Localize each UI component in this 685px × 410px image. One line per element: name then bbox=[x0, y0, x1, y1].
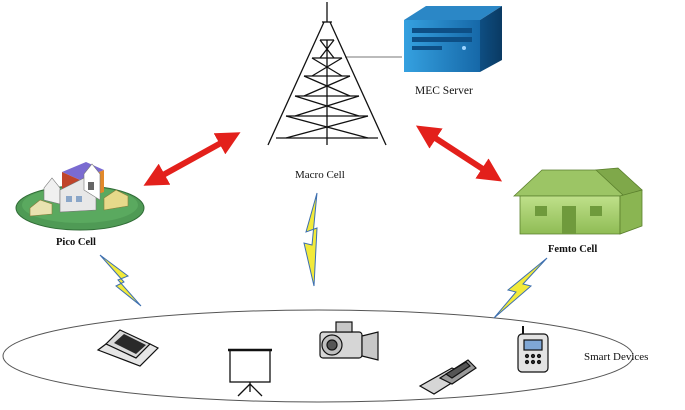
lightning-femto-devices bbox=[493, 257, 548, 319]
femto-cell-label: Femto Cell bbox=[548, 244, 597, 255]
lightning-pico-devices bbox=[99, 254, 142, 307]
projector-screen-icon bbox=[228, 348, 272, 397]
laptop-icon bbox=[96, 329, 160, 367]
flip-phone-icon bbox=[418, 359, 477, 395]
pico-cell-label: Pico Cell bbox=[56, 237, 96, 248]
smart-devices-label: Smart Devices bbox=[584, 351, 648, 363]
camcorder-icon bbox=[319, 321, 379, 361]
cell-tower-icon bbox=[267, 2, 387, 146]
link-arrow-macro-pico bbox=[143, 132, 241, 186]
link-arrow-macro-femto bbox=[415, 125, 503, 182]
town-buildings-icon bbox=[15, 162, 145, 231]
macro-cell-label: Macro Cell bbox=[295, 169, 345, 181]
server-icon bbox=[404, 6, 502, 72]
mec-server-label: MEC Server bbox=[415, 85, 473, 97]
house-icon bbox=[512, 167, 643, 235]
mobile-phone-icon bbox=[517, 326, 549, 373]
smart-devices-area bbox=[2, 309, 634, 403]
lightning-macro-devices bbox=[303, 192, 318, 287]
